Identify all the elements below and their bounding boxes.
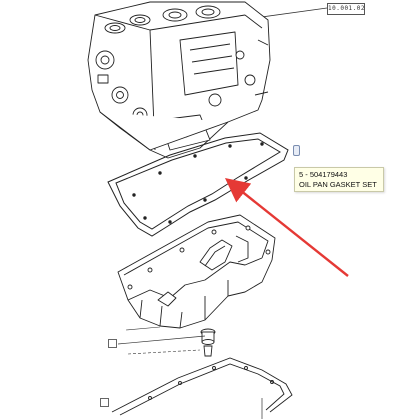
reference-code-label: 10.001.02 <box>327 3 365 15</box>
part-tick-marker-2 <box>118 350 125 357</box>
part-marker-tag[interactable] <box>293 145 300 156</box>
oil-pan-drawing <box>117 214 276 329</box>
part-tooltip: 5 - 504179443 OIL PAN GASKET SET <box>294 167 384 192</box>
part-number-text: 5 - 504179443 <box>299 170 348 179</box>
pointer-arrow <box>224 178 349 277</box>
engine-block-drawing <box>87 1 271 159</box>
part-tick-marker <box>122 329 129 336</box>
pan-leader-line <box>125 326 161 331</box>
part-square-marker-lower[interactable] <box>100 398 109 407</box>
lower-gasket-drawing <box>111 357 293 419</box>
part-name-text: OIL PAN GASKET SET <box>299 180 377 189</box>
plug-leader-line <box>117 335 206 345</box>
plug-leader-line-2 <box>127 349 201 355</box>
drain-plug-drawing <box>200 328 216 357</box>
part-square-marker[interactable] <box>108 339 117 348</box>
